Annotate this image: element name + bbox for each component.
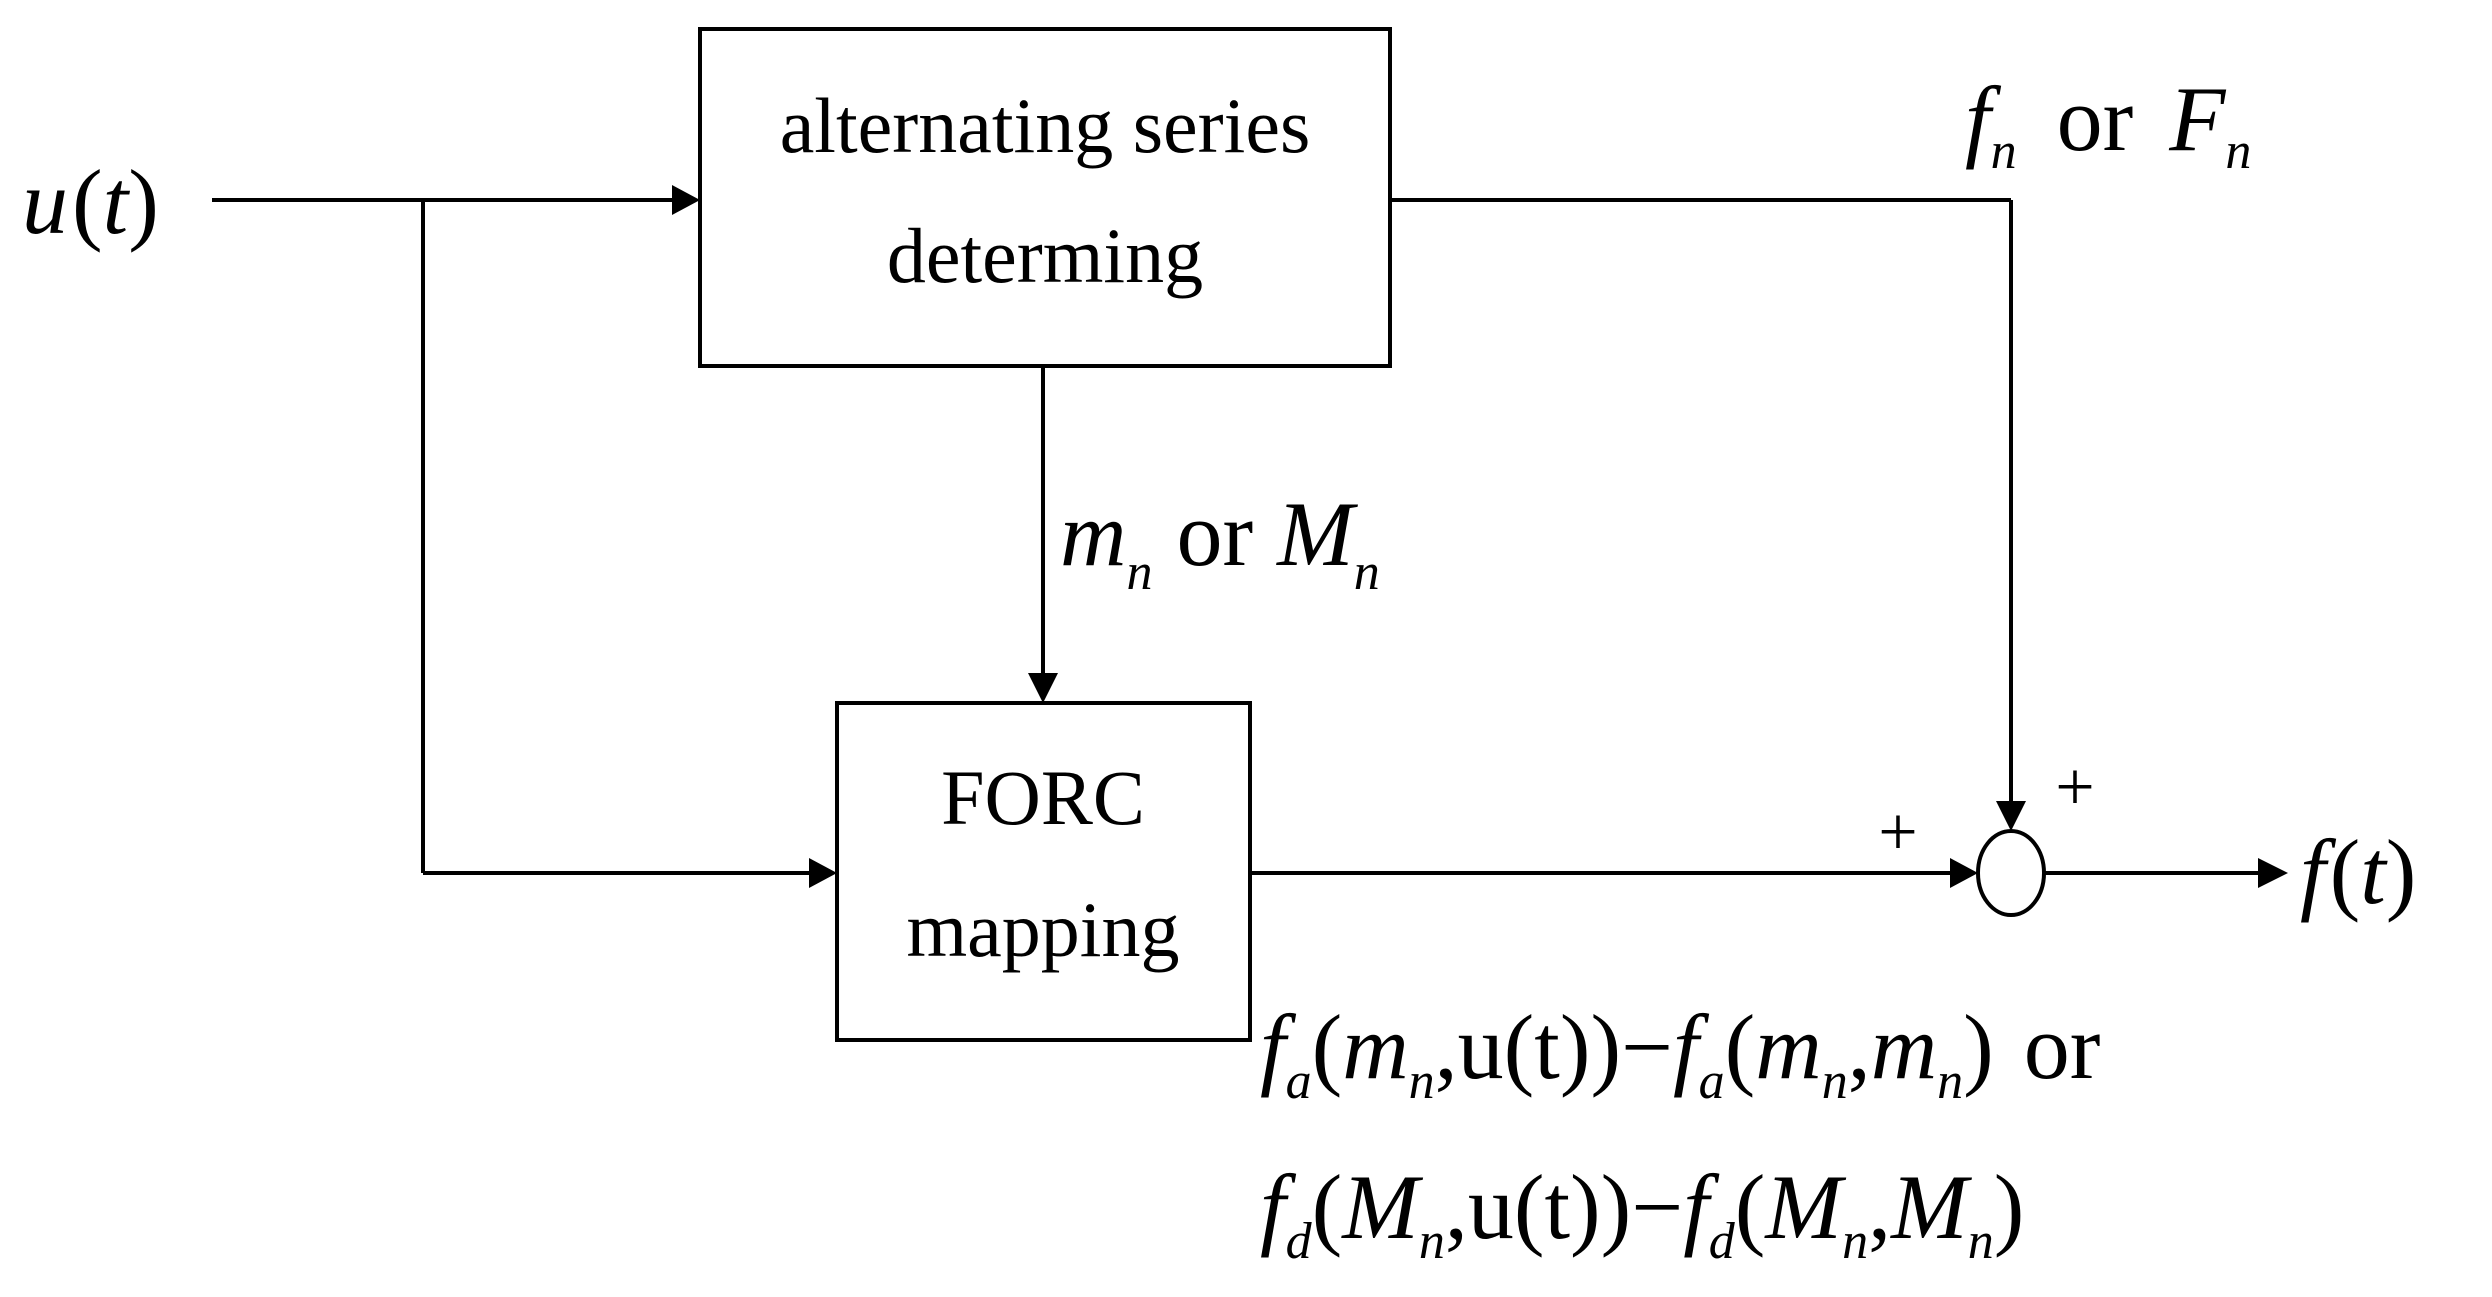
arrow-extremum-into-forc bbox=[1028, 673, 1058, 703]
alternating-block-line1: alternating series bbox=[780, 82, 1311, 169]
connection-lines bbox=[212, 198, 2260, 875]
arrow-into-forc bbox=[809, 858, 837, 888]
arrowheads bbox=[672, 185, 2288, 888]
sum-sign-top: + bbox=[2055, 749, 2094, 826]
input-label: u(t) bbox=[22, 151, 159, 253]
mapping-output-descending: fd(Mn,u(t))−fd(Mn,Mn) bbox=[1260, 1156, 2024, 1270]
summing-junction bbox=[1976, 829, 2046, 917]
output-label: f(t) bbox=[2300, 821, 2416, 923]
arrow-output bbox=[2258, 858, 2288, 888]
forc-block-line2: mapping bbox=[907, 886, 1180, 973]
alternating-series-block bbox=[698, 27, 1392, 368]
forc-block-line1: FORC bbox=[941, 754, 1145, 841]
alternating-block-line2: determing bbox=[887, 212, 1203, 299]
mapping-output-ascending: fa(mn,u(t))−fa(mn,mn)or bbox=[1260, 996, 2100, 1110]
arrow-into-alternating bbox=[672, 185, 700, 215]
arrow-forc-into-sum bbox=[1950, 858, 1978, 888]
sum-sign-left: + bbox=[1878, 794, 1917, 871]
arrow-series-into-sum bbox=[1996, 801, 2026, 831]
